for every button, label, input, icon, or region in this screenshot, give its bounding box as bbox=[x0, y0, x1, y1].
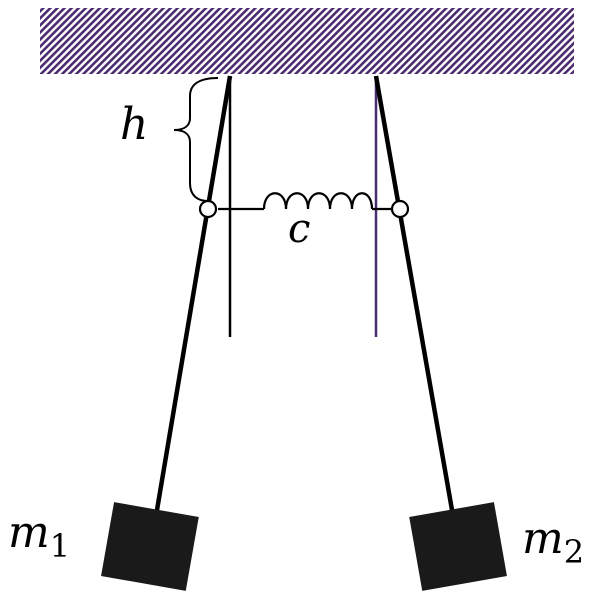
label-m2-main: m bbox=[522, 513, 564, 564]
mass-m1 bbox=[101, 502, 199, 591]
label-c: c bbox=[288, 206, 310, 252]
left-pendulum-rod bbox=[154, 75, 233, 511]
label-m2-sub: 2 bbox=[564, 533, 584, 571]
right-pendulum-rod bbox=[373, 75, 455, 511]
label-m1-sub: 1 bbox=[50, 527, 70, 565]
mass-m2 bbox=[409, 502, 507, 591]
label-m2: m2 bbox=[522, 513, 584, 571]
h-brace bbox=[173, 77, 219, 202]
left-spring-joint bbox=[198, 199, 218, 219]
right-spring-joint bbox=[390, 199, 410, 219]
label-m1-main: m bbox=[8, 507, 50, 558]
label-m1: m1 bbox=[8, 507, 70, 565]
ceiling-support bbox=[40, 8, 574, 74]
label-h: h bbox=[120, 99, 148, 150]
spring bbox=[218, 192, 392, 211]
